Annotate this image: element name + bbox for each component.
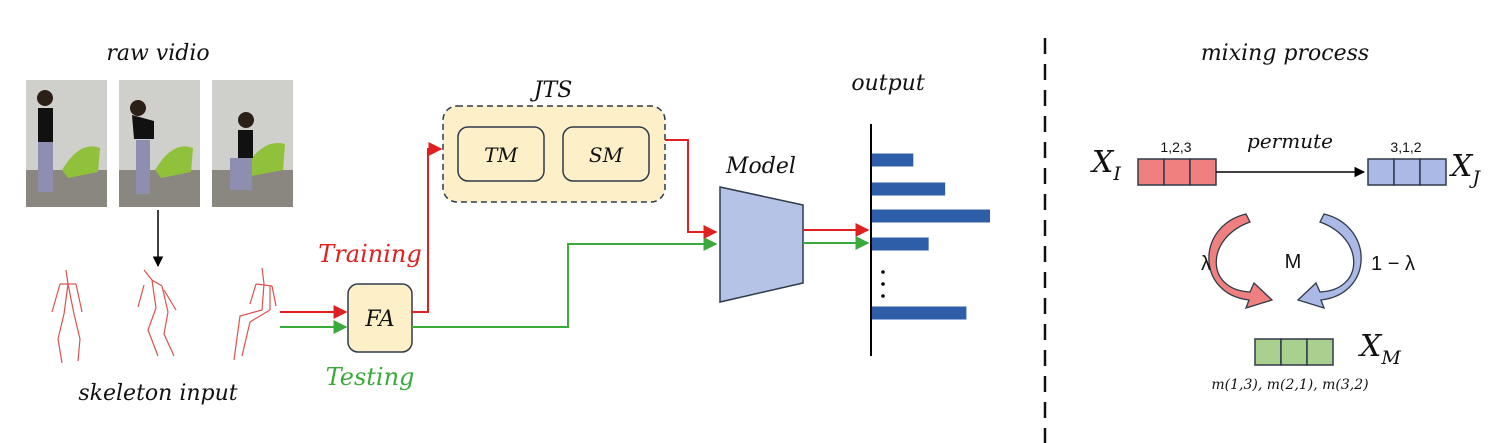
jts-label: JTS xyxy=(530,78,573,103)
fa-label: FA xyxy=(364,307,394,332)
training-path-to-model xyxy=(665,139,718,239)
testing-label: Testing xyxy=(326,363,415,391)
skeleton-input-label: skeleton input xyxy=(78,381,237,406)
skeleton-figure-2 xyxy=(137,269,177,357)
xm-vector xyxy=(1254,338,1334,366)
output-bar xyxy=(872,306,967,320)
fa-box xyxy=(347,283,413,353)
output-bar xyxy=(872,209,990,223)
mixing-title: mixing process xyxy=(1201,41,1369,66)
xi-vector xyxy=(1137,158,1217,186)
mix-formula-label: m(1,3), m(2,1), m(3,2) xyxy=(1211,377,1368,393)
sm-label: SM xyxy=(589,143,624,167)
output-ellipsis xyxy=(881,270,885,298)
output-bar xyxy=(872,182,946,196)
output-bar xyxy=(872,237,929,251)
tm-label: TM xyxy=(484,143,518,167)
model-label: Model xyxy=(725,154,796,179)
output-label: output xyxy=(851,71,925,96)
xi-label: XI xyxy=(1090,145,1121,185)
permute-label: permute xyxy=(1247,129,1333,153)
testing-path-to-model xyxy=(412,237,718,328)
one-minus-lambda-curved-arrow xyxy=(1296,213,1362,310)
xj-vector xyxy=(1367,158,1447,186)
output-bars xyxy=(872,153,990,320)
video-frame-3 xyxy=(212,80,293,207)
order-i-label: 1,2,3 xyxy=(1160,139,1191,155)
tm-box xyxy=(457,126,545,182)
video-frame-2 xyxy=(119,80,200,207)
m-label: M xyxy=(1285,251,1302,273)
training-path-to-jts xyxy=(412,142,443,313)
training-label: Training xyxy=(318,240,421,268)
raw-video-title: raw vidio xyxy=(106,41,209,66)
lambda-curved-arrow xyxy=(1208,213,1274,310)
xm-label: XM xyxy=(1358,329,1401,369)
output-bar xyxy=(872,153,914,167)
video-frame-1 xyxy=(26,80,107,207)
lambda-label: λ xyxy=(1201,253,1211,275)
model-shape xyxy=(719,186,804,303)
skeleton-figure-3 xyxy=(233,267,277,361)
xj-label: XJ xyxy=(1449,149,1481,189)
one-minus-lambda-label: 1 − λ xyxy=(1371,253,1415,275)
order-j-label: 3,1,2 xyxy=(1390,139,1421,155)
skeleton-figure-1 xyxy=(51,269,83,364)
sm-box xyxy=(562,126,650,182)
